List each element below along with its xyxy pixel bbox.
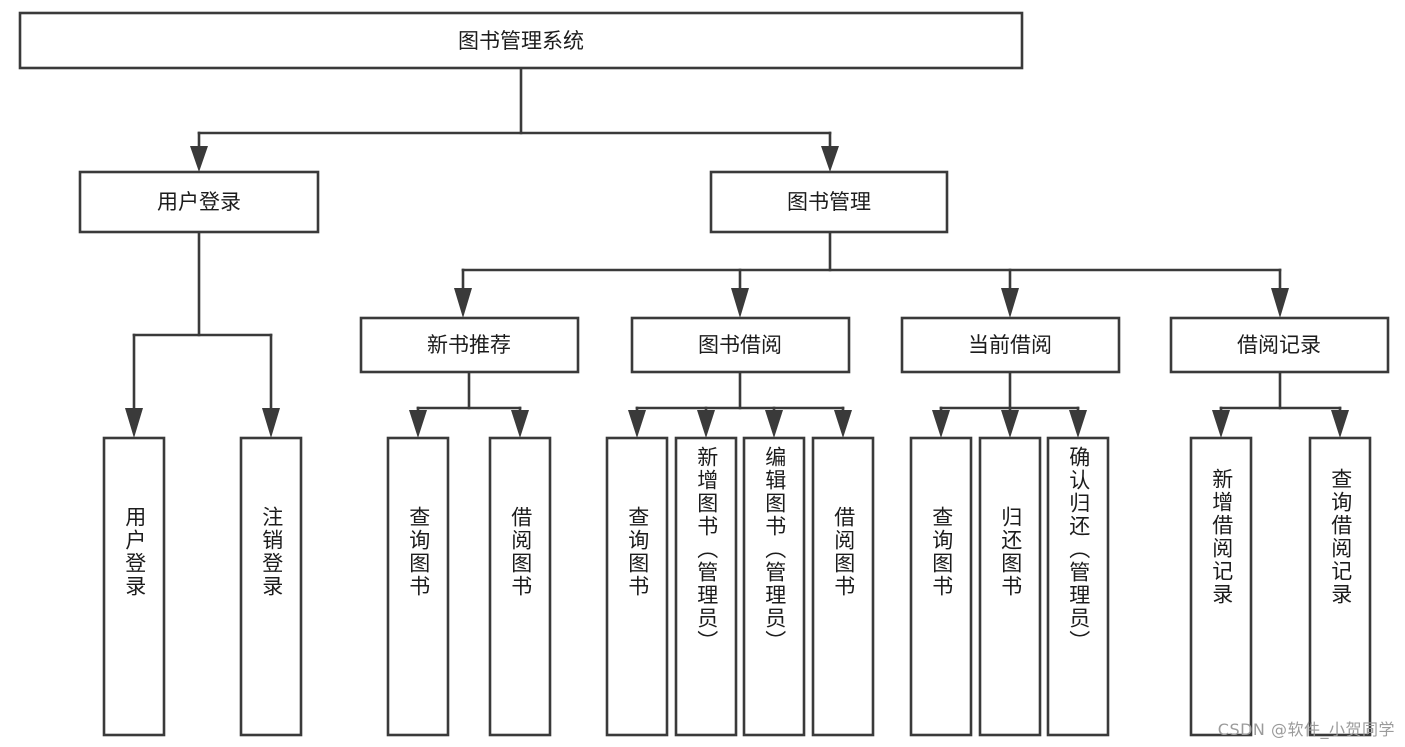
node-leaf-borrow-book-2-box[interactable] xyxy=(811,436,875,737)
node-root-box[interactable] xyxy=(18,11,1024,70)
node-user-login-label: 用户登录 xyxy=(157,190,241,214)
node-leaf-add-book-box[interactable] xyxy=(674,436,738,737)
node-leaf-query-book-3-box[interactable] xyxy=(909,436,973,737)
watermark: CSDN @软件_小贺同学 xyxy=(1217,720,1395,739)
node-leaf-query-book-1-box[interactable] xyxy=(386,436,450,737)
arrow-head-leaf-query-book-3 xyxy=(932,410,950,438)
node-new-book-recommend-label: 新书推荐 xyxy=(427,333,511,357)
arrow-head-leaf-edit-book xyxy=(765,410,783,438)
node-leaf-add-borrow-record-box[interactable] xyxy=(1189,436,1253,737)
node-borrow-record-box[interactable] xyxy=(1169,316,1390,374)
arrow-head-leaf-query-borrow-record xyxy=(1331,410,1349,438)
arrow-head-new-book-recommend xyxy=(454,288,472,318)
connector-root-to-level1 xyxy=(190,66,839,172)
node-leaf-confirm-return-box[interactable] xyxy=(1046,436,1110,737)
node-book-borrow-box[interactable] xyxy=(630,316,851,374)
arrow-head-user-login xyxy=(190,146,208,172)
node-leaf-return-book-box[interactable] xyxy=(978,436,1042,737)
node-leaf-borrow-book-1-box[interactable] xyxy=(488,436,552,737)
node-book-borrow-label: 图书借阅 xyxy=(698,333,782,357)
arrow-head-leaf-query-book-2 xyxy=(628,410,646,438)
node-root[interactable]: 图书管理系统 xyxy=(18,11,1024,70)
leaf-boxes xyxy=(102,436,1372,737)
node-current-borrow[interactable]: 当前借阅 xyxy=(900,316,1121,374)
arrow-head-leaf-confirm-return xyxy=(1069,410,1087,438)
node-book-management-label: 图书管理 xyxy=(787,190,871,214)
arrow-head-borrow-record xyxy=(1271,288,1289,318)
node-leaf-query-borrow-record-box[interactable] xyxy=(1308,436,1372,737)
node-current-borrow-label: 当前借阅 xyxy=(968,333,1052,357)
connector-user-login-to-leaves xyxy=(125,230,280,438)
node-leaf-user-login-box[interactable] xyxy=(102,436,166,737)
node-book-borrow[interactable]: 图书借阅 xyxy=(630,316,851,374)
arrow-head-leaf-borrow-book-2 xyxy=(834,410,852,438)
node-leaf-edit-book-box[interactable] xyxy=(742,436,806,737)
arrow-head-leaf-add-book xyxy=(697,410,715,438)
connector-borrow-record-to-leaves xyxy=(1212,370,1349,438)
arrow-head-book-management xyxy=(821,146,839,172)
node-user-login-box[interactable] xyxy=(78,170,320,234)
connector-book-management-to-level2 xyxy=(454,230,1289,318)
node-borrow-record-label: 借阅记录 xyxy=(1237,333,1321,357)
connector-book-borrow-to-leaves xyxy=(628,370,852,438)
node-new-book-recommend-box[interactable] xyxy=(359,316,580,374)
node-borrow-record[interactable]: 借阅记录 xyxy=(1169,316,1390,374)
node-user-login[interactable]: 用户登录 xyxy=(78,170,320,234)
arrow-head-leaf-add-borrow-record xyxy=(1212,410,1230,438)
arrow-head-leaf-user-logout xyxy=(262,408,280,438)
node-root-label: 图书管理系统 xyxy=(458,29,584,53)
arrow-head-leaf-query-book-1 xyxy=(409,410,427,438)
arrow-head-leaf-return-book xyxy=(1001,410,1019,438)
node-book-management[interactable]: 图书管理 xyxy=(709,170,949,234)
arrow-head-leaf-borrow-book-1 xyxy=(511,410,529,438)
arrow-head-current-borrow xyxy=(1001,288,1019,318)
node-leaf-user-logout-box[interactable] xyxy=(239,436,303,737)
node-new-book-recommend[interactable]: 新书推荐 xyxy=(359,316,580,374)
node-book-management-box[interactable] xyxy=(709,170,949,234)
connector-new-book-recommend-to-leaves xyxy=(409,370,529,438)
connector-current-borrow-to-leaves xyxy=(932,370,1087,438)
node-current-borrow-box[interactable] xyxy=(900,316,1121,374)
arrow-head-book-borrow xyxy=(731,288,749,318)
node-leaf-query-book-2-box[interactable] xyxy=(605,436,669,737)
arrow-head-leaf-user-login xyxy=(125,408,143,438)
